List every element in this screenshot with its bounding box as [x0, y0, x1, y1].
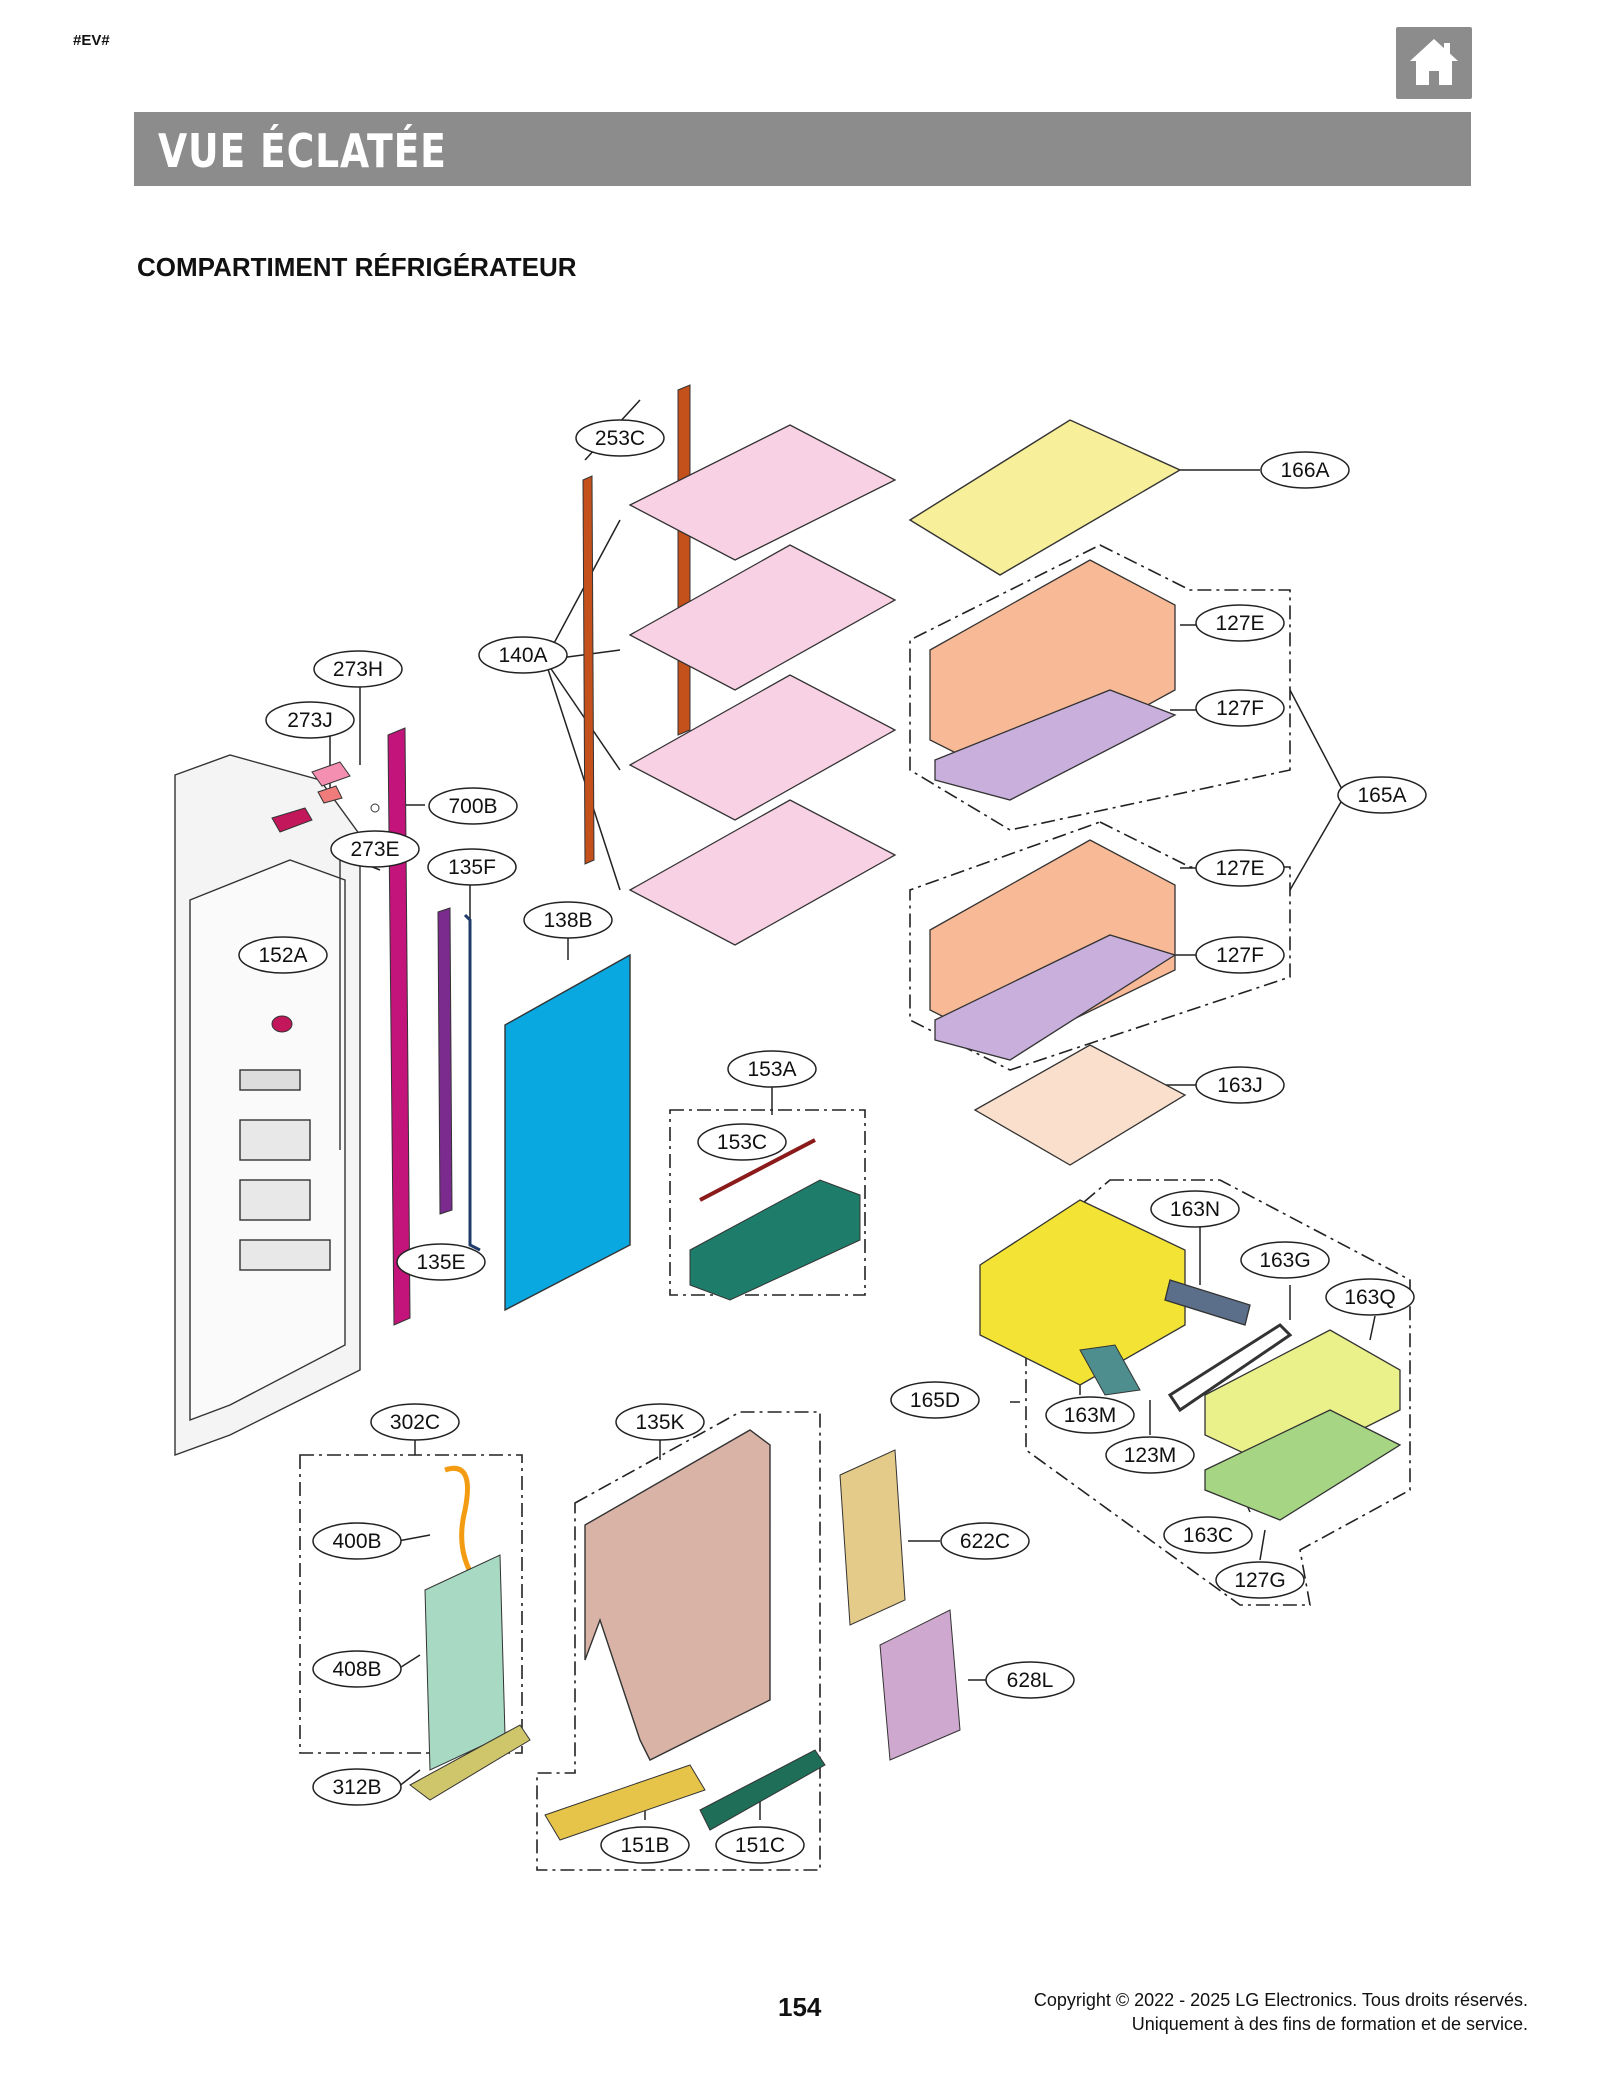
- callout-400B: 400B: [332, 1530, 381, 1553]
- callout-123M: 123M: [1124, 1444, 1177, 1467]
- callout-628L: 628L: [1007, 1669, 1054, 1692]
- callout-135F: 135F: [448, 856, 496, 879]
- callout-135K: 135K: [635, 1411, 684, 1434]
- callout-700B: 700B: [448, 795, 497, 818]
- home-icon: [1410, 39, 1458, 85]
- callout-273H: 273H: [333, 658, 383, 681]
- callout-127E-lower: 127E: [1215, 857, 1264, 880]
- copyright-line-1: Copyright © 2022 - 2025 LG Electronics. …: [1033, 1990, 1528, 2010]
- callout-165A: 165A: [1357, 784, 1406, 807]
- exploded-view-diagram: 253C 166A 140A 127E 127F 165A 127E 127F …: [174, 384, 1427, 1871]
- callout-138B: 138B: [543, 909, 592, 932]
- callout-302C: 302C: [390, 1411, 440, 1434]
- callout-253C: 253C: [595, 427, 645, 450]
- callout-140A: 140A: [498, 644, 547, 667]
- callout-273E: 273E: [350, 838, 399, 861]
- callout-127E-upper: 127E: [1215, 612, 1264, 635]
- copyright-notice: Copyright © 2022 - 2025 LG Electronics. …: [1034, 1988, 1528, 2036]
- callout-408B: 408B: [332, 1658, 381, 1681]
- callout-151C: 151C: [735, 1834, 785, 1857]
- callout-165D: 165D: [910, 1389, 960, 1412]
- callout-163C: 163C: [1183, 1524, 1233, 1547]
- callout-622C: 622C: [960, 1530, 1010, 1553]
- callout-163N: 163N: [1170, 1198, 1220, 1221]
- copyright-line-2: Uniquement à des fins de formation et de…: [1131, 2014, 1528, 2034]
- callout-151B: 151B: [620, 1834, 669, 1857]
- callout-127G: 127G: [1234, 1569, 1285, 1592]
- callout-163Q: 163Q: [1344, 1286, 1395, 1309]
- page-title: VUE ÉCLATÉE: [158, 124, 447, 178]
- page-number: 154: [778, 1992, 822, 2022]
- callout-163J: 163J: [1217, 1074, 1263, 1097]
- callout-153A: 153A: [747, 1058, 796, 1081]
- home-button[interactable]: [1396, 27, 1472, 99]
- callout-152A: 152A: [258, 944, 307, 967]
- title-banner: VUE ÉCLATÉE: [134, 112, 1471, 186]
- callout-273J: 273J: [287, 709, 333, 732]
- section-heading: COMPARTIMENT RÉFRIGÉRATEUR: [137, 252, 577, 282]
- callout-166A: 166A: [1280, 459, 1329, 482]
- callout-127F-lower: 127F: [1216, 944, 1264, 967]
- page-tag: #EV#: [73, 32, 110, 49]
- callout-127F-upper: 127F: [1216, 697, 1264, 720]
- callout-163G: 163G: [1259, 1249, 1310, 1272]
- callout-135E: 135E: [416, 1251, 465, 1274]
- callout-153C: 153C: [717, 1131, 767, 1154]
- callout-312B: 312B: [332, 1776, 381, 1799]
- callout-163M: 163M: [1064, 1404, 1117, 1427]
